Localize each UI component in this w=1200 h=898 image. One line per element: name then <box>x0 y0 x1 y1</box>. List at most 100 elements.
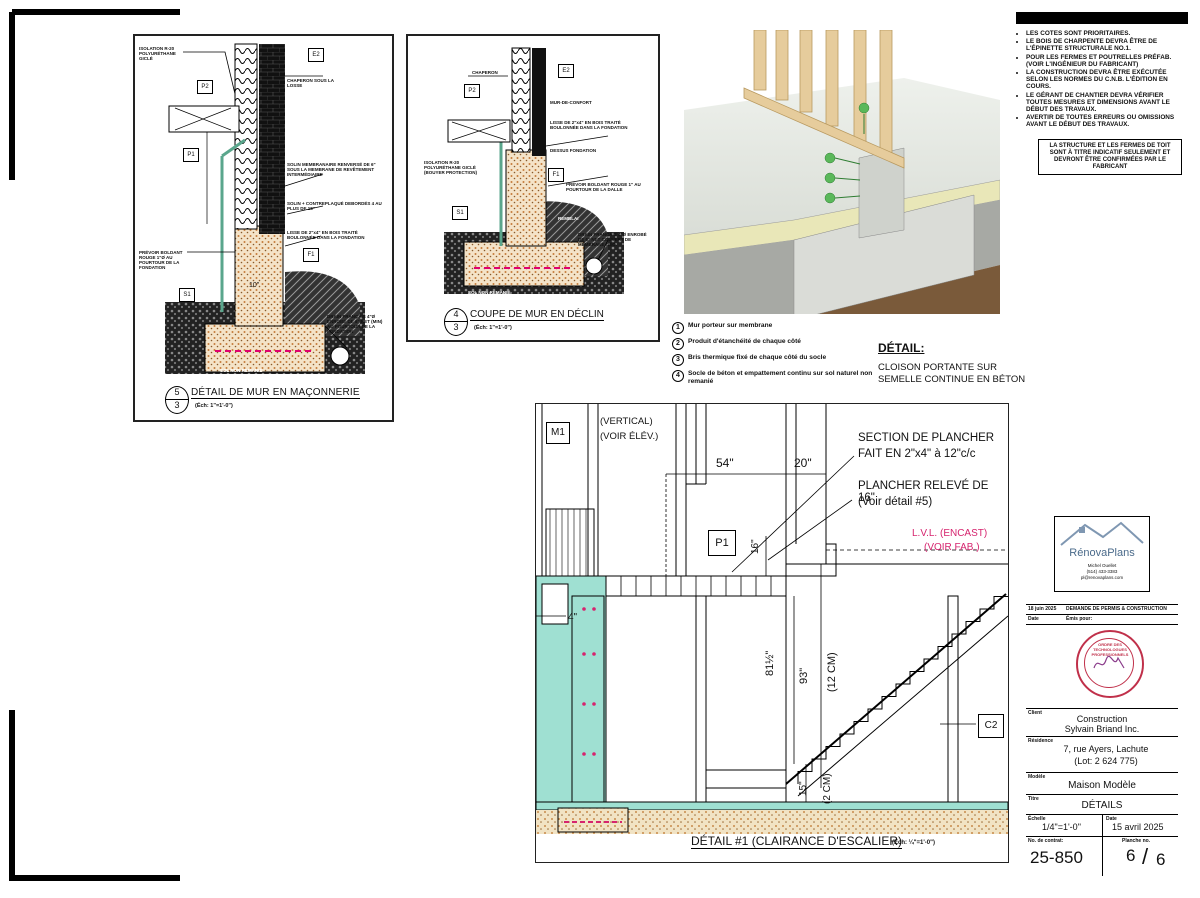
dim-4: 4" <box>568 612 578 623</box>
dim-54: 54" <box>716 456 734 470</box>
masonry-title: DÉTAIL DE MUR EN MAÇONNERIE <box>191 387 360 399</box>
tag-s1: S1 <box>452 206 468 220</box>
address-line-1: 7, rue Ayers, Lachute <box>1063 744 1149 754</box>
dim-81: 81½" <box>764 650 776 676</box>
notes-box: LA STRUCTURE ET LES FERMES DE TOIT SONT … <box>1038 138 1182 175</box>
renovaplans-logo: RénovaPlans Michel Ouellet (514) 433-338… <box>1054 516 1150 592</box>
note-item: LES COTES SONT PRIORITAIRES. <box>1026 30 1188 37</box>
label-flashing: CHAPERON SOUS LA LOSSE <box>287 78 334 88</box>
label-flashing: CHAPERON <box>472 70 498 75</box>
revision-date: 18 juin 2025 <box>1028 606 1057 612</box>
stair-drawing <box>536 404 1008 834</box>
note-item: AVERTIR DE TOUTES ERREURS OU OMISSIONS A… <box>1026 114 1188 128</box>
tag-f1: F1 <box>548 168 564 182</box>
label-drain-left: PRÉVOIR BOLDANT ROUGE 1"Ø AU POURTOUR DE… <box>139 250 183 270</box>
label-mur: MUR-DE-CONFORT <box>550 100 592 105</box>
stair-treads <box>797 596 1008 784</box>
notes-header-bar <box>1016 12 1188 24</box>
sheet-separator: / <box>1142 844 1149 869</box>
scale-label: Échelle <box>1028 816 1046 822</box>
sheet-label: Planche no. <box>1122 838 1151 844</box>
tag-e2: E2 <box>558 64 574 78</box>
date2-value: 15 avril 2025 <box>1112 822 1164 832</box>
slope-title: COUPE DE MUR EN DÉCLIN <box>470 309 604 321</box>
sheet-total: 6 <box>1156 850 1166 869</box>
lvl-label-2: (VOIR FAB.) <box>924 542 980 553</box>
tag-f1: F1 <box>303 248 319 262</box>
label-insulation: ISOLATION R-20 POLYURÉTHANE GICLÉ <box>139 46 176 61</box>
slope-drawing <box>444 47 624 294</box>
tag-e2: E2 <box>308 48 324 62</box>
contract-number: 25-850 <box>1030 848 1083 867</box>
dim-16: 16" <box>750 539 761 554</box>
detail-badge: 5 3 <box>165 386 189 414</box>
residence-label: Résidence <box>1028 738 1054 744</box>
date-label: Date <box>1028 616 1039 622</box>
dim-12cm: (12 CM) <box>826 652 838 692</box>
note-item: LE BOIS DE CHARPENTE DEVRA ÊTRE DE L'ÉPI… <box>1026 38 1188 52</box>
contract-label: No. de contrat: <box>1028 838 1064 844</box>
general-notes: LES COTES SONT PRIORITAIRES. LE BOIS DE … <box>1016 12 1188 175</box>
title-block: RénovaPlans Michel Ouellet (514) 433-338… <box>1026 516 1178 878</box>
wall-3d-render <box>684 30 1000 314</box>
tag-s1: S1 <box>179 288 195 302</box>
dim-10: 10" <box>249 282 260 289</box>
label-dessus: DESSUS FONDATION <box>550 148 597 153</box>
model-value: Maison Modèle <box>1068 780 1136 791</box>
detail-heading: DÉTAIL: <box>878 341 925 355</box>
tag-p2: P2 <box>464 84 480 98</box>
label-drain: PRÉVOIR BOLDANT ROUGE 1" AU POURTOUR DE … <box>566 182 641 192</box>
slope-detail-panel: E2 P2 F1 S1 CHAPERON MUR-DE-CONFORT LISS… <box>406 34 660 342</box>
signature-icon <box>1093 655 1125 669</box>
voir-elev-label: (VOIR ÉLÉV.) <box>600 431 659 442</box>
note-item: POUR LES FERMES ET POUTRELLES PRÉFAB. (V… <box>1026 54 1188 68</box>
address-line-2: (Lot: 2 624 775) <box>1074 756 1138 766</box>
title-value: DÉTAILS <box>1081 800 1123 811</box>
masonry-drawing <box>165 43 365 374</box>
releve-label-2: (Voir détail #5) <box>858 496 933 508</box>
label-remblai: REMBLAI <box>558 216 579 221</box>
releve-label-1: PLANCHER RELEVÉ DE 16" <box>858 480 989 504</box>
stair-scale: (Éch: ¼"=1'-0") <box>892 840 935 846</box>
label-solin: SOLIN + CONTREPLAQUÉ DEBORDÉS 4 AU PLUS … <box>287 201 382 211</box>
lvl-label-1: L.V.L. (ENCAST) <box>912 528 988 539</box>
client-label: Client <box>1028 710 1042 716</box>
label-insulation: ISOLATION R-20 POLYURÉTHANE GICLÉ (BOUYE… <box>424 160 478 175</box>
label-drain-right: DRAIN FRANÇAIS 4"Ø ENROBÉ DE 6" NET (MIN… <box>327 314 383 334</box>
note-item: LE GÉRANT DE CHANTIER DEVRA VÉRIFIER TOU… <box>1026 92 1188 114</box>
client-line-1: Construction <box>1076 714 1128 724</box>
tag-p1: P1 <box>183 148 199 162</box>
section-label-2: FAIT EN 2"x4" à 12"c/c <box>858 448 976 460</box>
rev-label: Émis pour: <box>1066 616 1093 622</box>
tag-c2: C2 <box>978 714 1004 738</box>
dim-20: 20" <box>794 456 812 470</box>
house-roof-icon <box>1060 521 1144 546</box>
client-line-2: Sylvain Briand Inc. <box>1064 724 1140 734</box>
masonry-scale: (Éch: 1"=1'-0") <box>195 403 233 409</box>
dim-2cm: (2 CM) <box>822 773 833 804</box>
note-item: LA CONSTRUCTION DEVRA ÊTRE EXÉCUTÉE SELO… <box>1026 69 1188 91</box>
tag-p1: P1 <box>708 530 736 556</box>
detail-badge: 4 3 <box>444 308 468 336</box>
dim-93: 93" <box>798 667 810 684</box>
revision-desc: DEMANDE DE PERMIS & CONSTRUCTION <box>1066 606 1167 612</box>
label-ground: SOL NON REMANIÉ <box>468 290 511 295</box>
sheet-number: 6 <box>1126 846 1136 865</box>
model-label: Modèle <box>1028 774 1046 780</box>
vertical-label: (VERTICAL) <box>600 416 653 427</box>
stair-title: DÉTAIL #1 (CLAIRANCE D'ESCALIER) <box>691 834 903 849</box>
label-lisse: LISSE DE 2"x4" EN BOIS TRAITÉ BOULONNÉE … <box>287 230 365 240</box>
professional-seal: ORDRE DES TECHNOLOGUES PROFESSIONNELS <box>1076 630 1144 698</box>
masonry-detail-panel: E2 P2 P1 F1 S1 ISOLATION R-20 POLYURÉTHA… <box>133 34 394 422</box>
tag-m1: M1 <box>546 422 570 444</box>
dim-15: 15" <box>798 781 809 796</box>
section-label-1: SECTION DE PLANCHER <box>858 432 995 444</box>
label-drain-fr: DRAIN FRANÇAIS 4"Ø ENROBÉ DE 6" NET COUV… <box>578 232 647 247</box>
label-membrane: SOLIN MEMBRANAIRE RENVERSÉ DE 6" SOUS LA… <box>287 162 376 177</box>
label-lisse: LISSE DE 2"x4" EN BOIS TRAITÉ BOULONNÉE … <box>550 120 628 130</box>
